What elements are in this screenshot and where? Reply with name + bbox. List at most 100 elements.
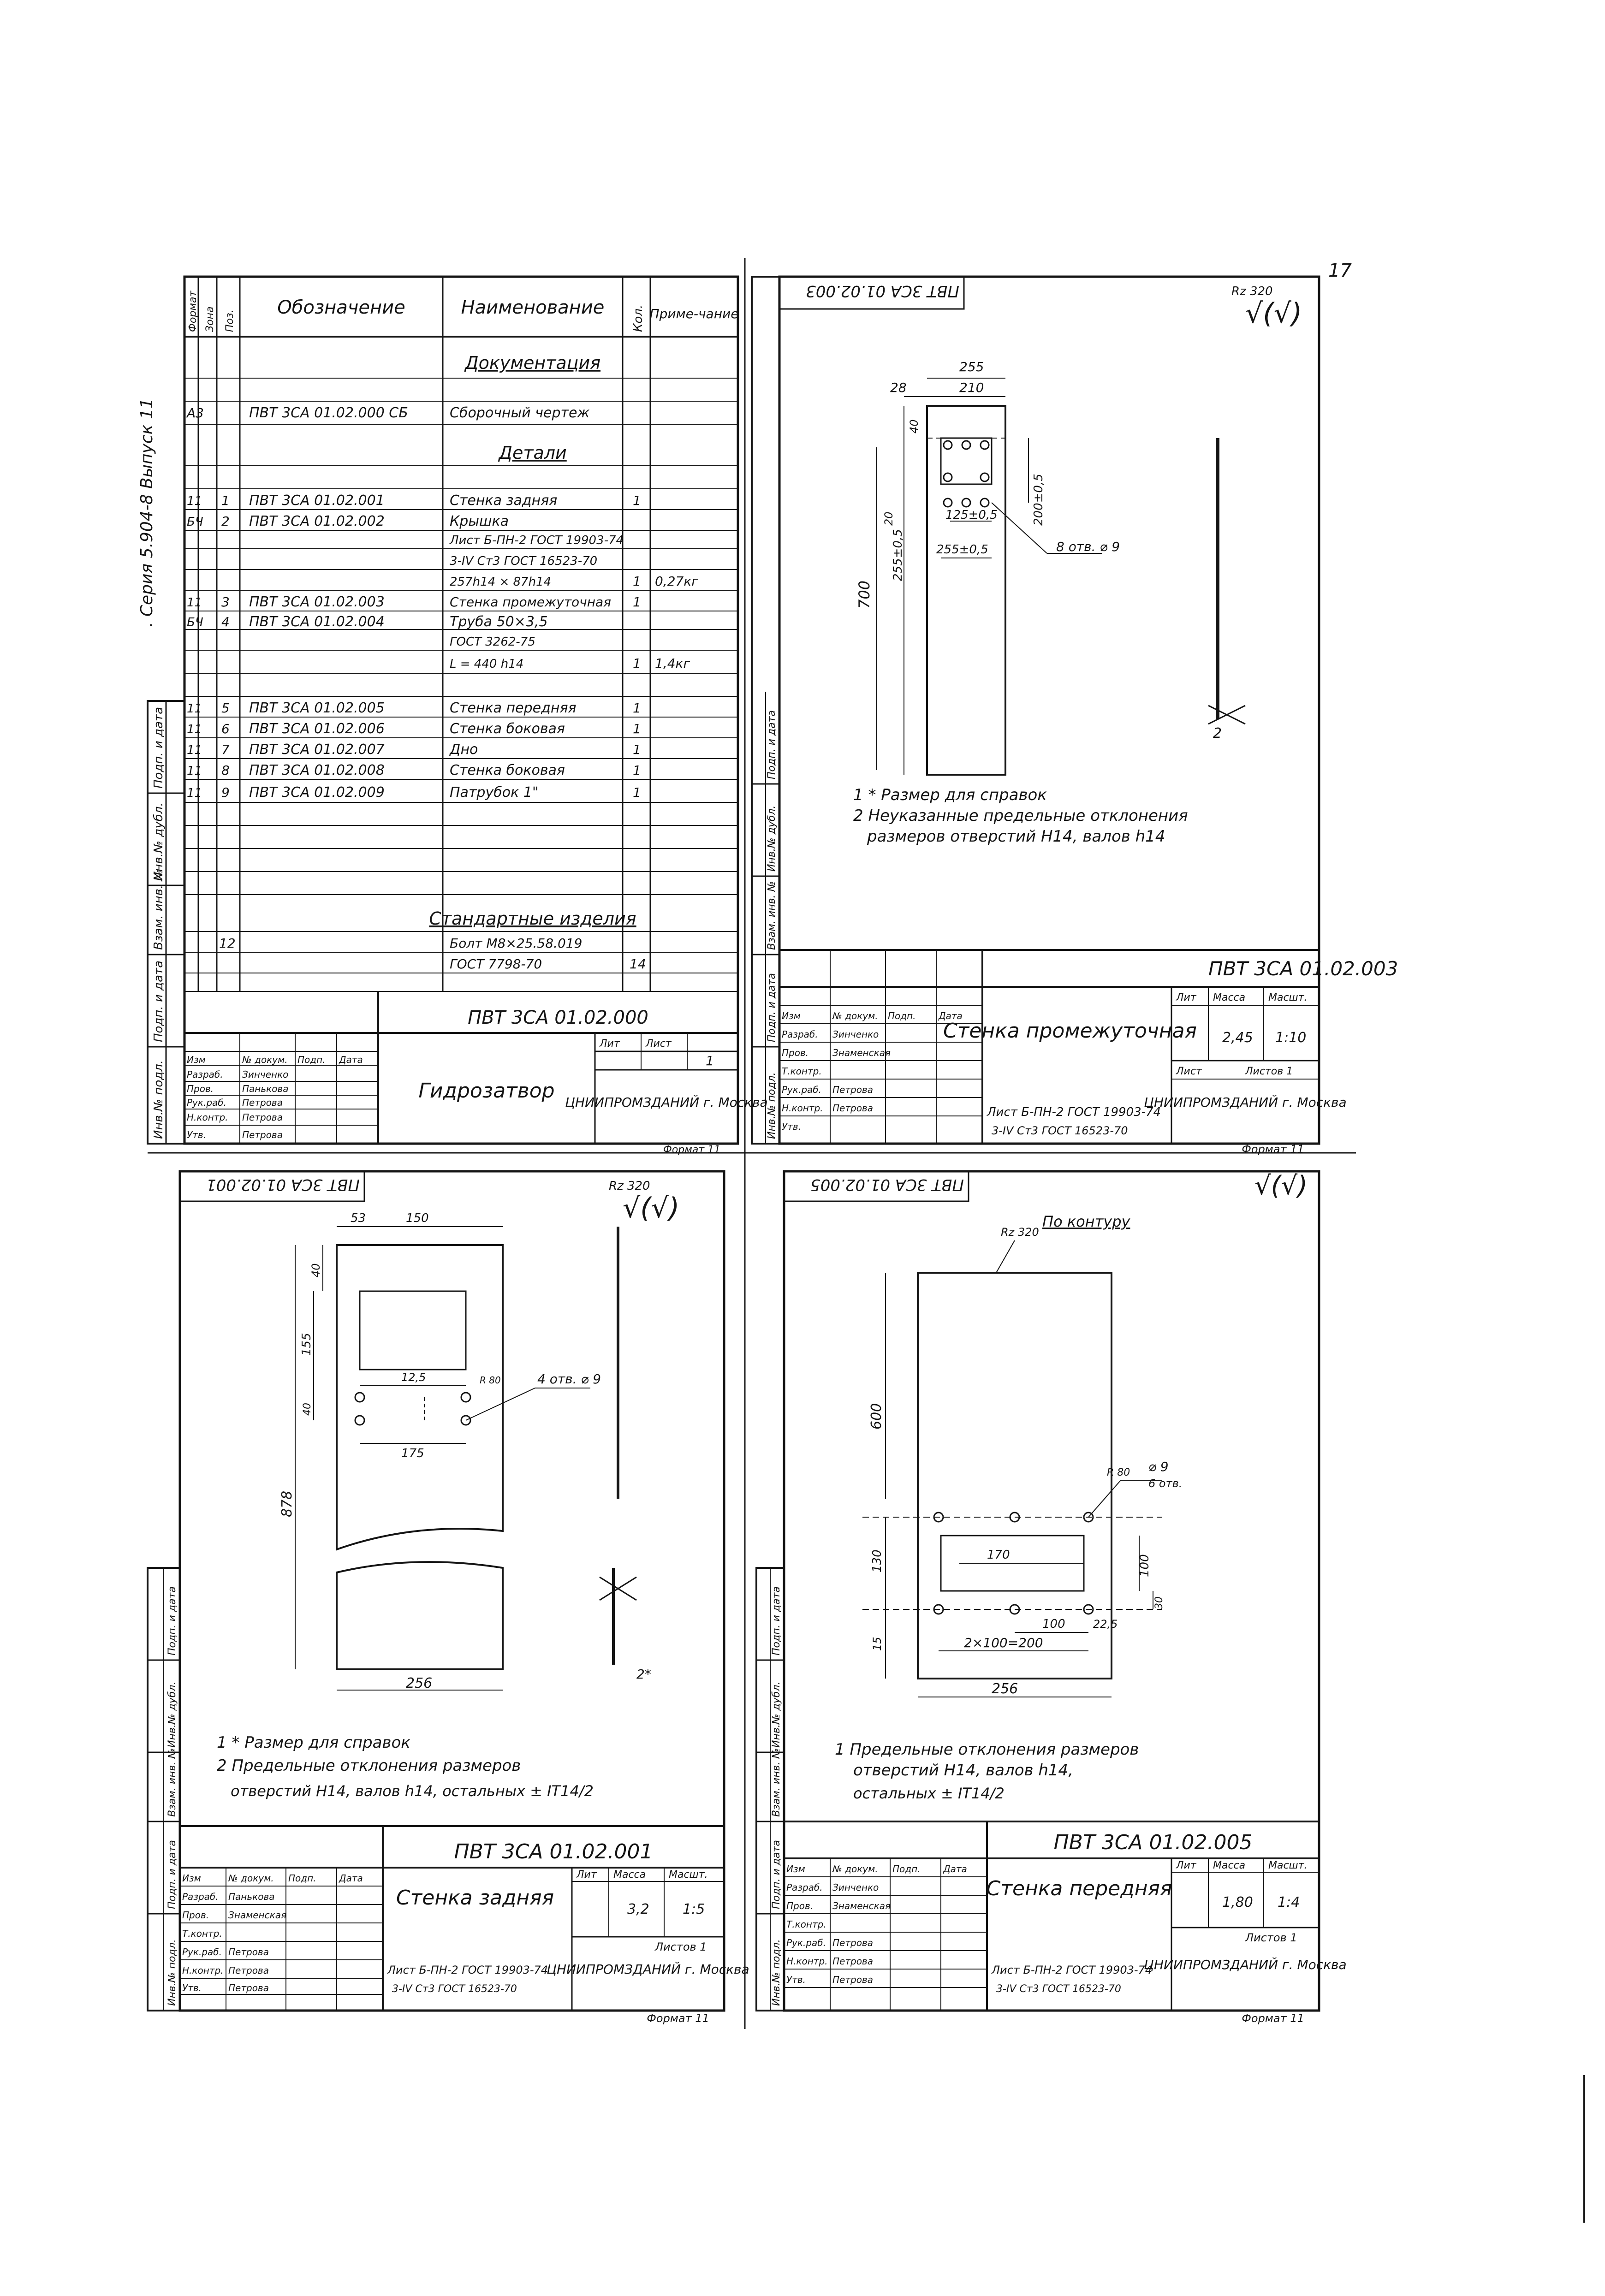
spec-row-name: Стенка боковая — [450, 762, 565, 778]
spec-row-code: ПВТ 3СА 01.02.009 — [249, 784, 385, 801]
tb-nkontr: Н.контр. — [786, 1956, 828, 1967]
sheet-c-format: Формат 11 — [1242, 2012, 1304, 2025]
sheet-a-code-rotated: ПВТ 3СА 01.02.003 — [806, 282, 959, 300]
sheet-b-lit: Лит — [576, 1869, 597, 1881]
spec-hdr-code: Обозначение — [277, 297, 405, 318]
tb-tkontr: Т.контр. — [786, 1919, 826, 1930]
tb-name: Панькова — [228, 1891, 275, 1902]
tb-nkontr: Н.контр. — [182, 1965, 224, 1976]
spec-row-code: ПВТ 3СА 01.02.002 — [249, 513, 385, 529]
sheet-c-note: 1 Предельные отклонения размеров — [835, 1740, 1139, 1759]
dim-label: 2* — [636, 1667, 651, 1682]
sheet-c-code: ПВТ 3СА 01.02.005 — [1054, 1831, 1253, 1854]
tb-gruk: Рук.раб. — [786, 1937, 826, 1948]
sheet-a-note: размеров отверстий Н14, валов h14 — [867, 827, 1165, 846]
dim-label: 40 — [309, 1263, 322, 1277]
spec-row-name: L = 440 h14 — [450, 657, 523, 671]
spec-row-fmt: 11 — [187, 764, 202, 778]
tb-data: Дата — [339, 1873, 363, 1884]
spec-row-pos: 2 — [221, 514, 230, 529]
spec-hdr-note: Приме-чание — [650, 306, 739, 321]
sheet-b-note: 2 Предельные отклонения размеров — [217, 1756, 521, 1775]
spec-sheet: Инв.№ подл. Подп. и дата Взам. инв. № Ин… — [147, 275, 768, 1156]
sheet-c-massa-label: Масса — [1213, 1860, 1245, 1871]
spec-row-qty: 1 — [633, 574, 641, 589]
tb-name: Петрова — [832, 1084, 873, 1095]
spec-row-fmt: 11 — [187, 702, 202, 716]
roughness-icon: √(√) — [1245, 297, 1302, 330]
dim-label: 155 — [300, 1333, 314, 1356]
spec-row: 11 7 ПВТ 3СА 01.02.007 Дно 1 — [187, 742, 641, 758]
tb-ndoc: № докум. — [228, 1873, 274, 1884]
spec-list-label: Лист — [645, 1038, 672, 1050]
spec-row-qty: 1 — [633, 785, 641, 800]
sheet-c-roughness: Rz 320 — [1001, 1226, 1039, 1239]
tb-name: Петрова — [832, 1974, 873, 1985]
dim-label: 30 — [1153, 1596, 1165, 1609]
spec-row-fmt: А3 — [186, 405, 204, 421]
spec-row: 11 6 ПВТ 3СА 01.02.006 Стенка боковая 1 — [187, 721, 641, 737]
spec-row-pos: 4 — [221, 614, 230, 629]
spec-row: 11 9 ПВТ 3СА 01.02.009 Патрубок 1" 1 — [187, 784, 641, 801]
dim-label: 15 — [871, 1637, 884, 1651]
dim-label: 256 — [406, 1675, 432, 1691]
spec-hdr-pos: Поз. — [224, 309, 236, 332]
spec-row-qty: 1 — [633, 594, 641, 610]
sheet-b-title: Стенка задняя — [396, 1886, 554, 1910]
spec-row-name: Сборочный чертеж — [450, 405, 589, 421]
dim-label: 700 — [856, 581, 873, 609]
sheet-b-code: ПВТ 3СА 01.02.001 — [454, 1840, 653, 1863]
spec-hdr-qty: Кол. — [631, 305, 645, 332]
spec-row: 12 Болт М8×25.58.019 — [219, 936, 582, 951]
sheet-a-material: Лист Б-ПН-2 ГОСТ 19903-74 — [987, 1105, 1161, 1119]
dim-label: 255 — [959, 359, 984, 374]
spec-row: БЧ 4 ПВТ 3СА 01.02.004 Труба 50×3,5 — [187, 614, 548, 630]
spec-row-pos: 8 — [221, 763, 230, 778]
sheet-a-code: ПВТ 3СА 01.02.003 — [1208, 957, 1398, 980]
spec-row-name: ГОСТ 7798-70 — [450, 956, 542, 972]
stamp-podp-data: Подп. и дата — [152, 961, 166, 1042]
sheet-c-note: остальных ± IT14/2 — [853, 1785, 1005, 1802]
tb-izm: Изм — [187, 1054, 206, 1065]
sheet-b-note: отверстий Н14, валов h14, остальных ± IT… — [231, 1782, 594, 1800]
spec-row-pos: 5 — [221, 700, 230, 716]
stamp-inv-dubl: Инв.№ дубл. — [152, 802, 166, 881]
tb-razrab: Разраб. — [786, 1882, 823, 1893]
spec-row-code: ПВТ 3СА 01.02.008 — [249, 762, 385, 778]
spec-row-name: Стенка передняя — [450, 700, 577, 716]
tb-podp: Подп. — [888, 1010, 916, 1021]
tb-prov: Пров. — [187, 1083, 214, 1094]
tb-prov: Пров. — [782, 1047, 808, 1058]
stamp-vzam: Взам. инв. № — [766, 881, 778, 950]
sheet-a-list-label: Лист — [1176, 1066, 1202, 1077]
sheet-c-scale: 1:4 — [1278, 1894, 1300, 1910]
sheet-b-code-rotated: ПВТ 3СА 01.02.001 — [206, 1175, 360, 1194]
tb-name: Знаменская — [832, 1900, 891, 1911]
spec-row-fmt: БЧ — [187, 616, 203, 629]
tb-razrab: Разраб. — [187, 1069, 223, 1080]
dim-label: 20 — [882, 511, 895, 526]
dim-label: 100 — [1042, 1617, 1065, 1631]
tb-podp: Подп. — [892, 1863, 921, 1875]
spec-hdr-format: Формат — [187, 291, 199, 332]
spec-row-fmt: 11 — [187, 743, 202, 757]
spec-row: 11 8 ПВТ 3СА 01.02.008 Стенка боковая 1 — [187, 762, 641, 778]
dim-label: 100 — [1138, 1554, 1152, 1577]
stamp-vzam: Взам. инв. № — [152, 868, 166, 950]
tb-name: Панькова — [242, 1083, 289, 1094]
sheet-c-masht-label: Масшт. — [1268, 1860, 1308, 1871]
stamp-inv-podl: Инв.№ подл. — [771, 1939, 782, 2006]
sheet-c-material: Лист Б-ПН-2 ГОСТ 19903-74 — [991, 1964, 1152, 1976]
spec-row-pos: 9 — [221, 785, 230, 800]
spec-row-code: ПВТ 3СА 01.02.005 — [249, 700, 385, 716]
spec-section-doc: Документация — [464, 353, 600, 373]
dim-label: 2 — [1213, 725, 1222, 742]
spec-sheets: 1 — [706, 1053, 714, 1068]
sheet-c-material2: 3-IV Ст3 ГОСТ 16523-70 — [996, 1983, 1121, 1995]
sheet-b-plate-upper — [336, 1244, 504, 1551]
tb-podp: Подп. — [297, 1054, 326, 1065]
tb-utv: Утв. — [182, 1982, 202, 1993]
stamp-inv-dubl: Инв.№ дубл. — [166, 1681, 178, 1748]
dim-label: 28 — [890, 380, 907, 395]
